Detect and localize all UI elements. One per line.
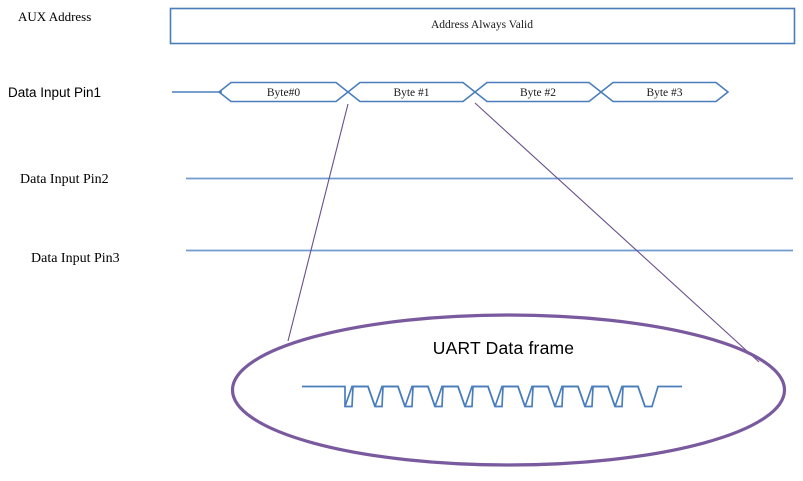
uart-data-frame-waveform-crossings [344, 385, 646, 407]
pin1-byte-cell [599, 81, 730, 103]
callout-title-text: UART Data frame [432, 338, 575, 358]
callout-leader-line-left [287, 103, 349, 342]
callout-ellipse [230, 313, 787, 467]
signal-label-data-input-pin3: Data Input Pin3 [31, 251, 120, 266]
pin1-byte-cell-label: Byte #3 [646, 87, 682, 99]
signal-label-data-input-pin1: Data Input Pin1 [8, 85, 102, 100]
callout-leader-line-right [474, 102, 760, 363]
pin1-byte-cell-group: Byte#0 Byte #1 Byte #2 Byte #3 [217, 81, 730, 103]
callout-title: UART Data frame [0, 338, 803, 358]
pin1-byte-cell-label: Byte #1 [393, 87, 429, 99]
aux-address-valid-label: Address Always Valid [431, 19, 533, 31]
aux-address-valid-box [169, 7, 796, 45]
pin1-byte-cell-label: Byte#0 [267, 87, 300, 99]
pin1-byte-cell-label: Byte #2 [520, 87, 556, 99]
signal-label-aux-address: AUX Address [18, 9, 92, 24]
signal-label-data-input-pin2: Data Input Pin2 [20, 172, 109, 187]
